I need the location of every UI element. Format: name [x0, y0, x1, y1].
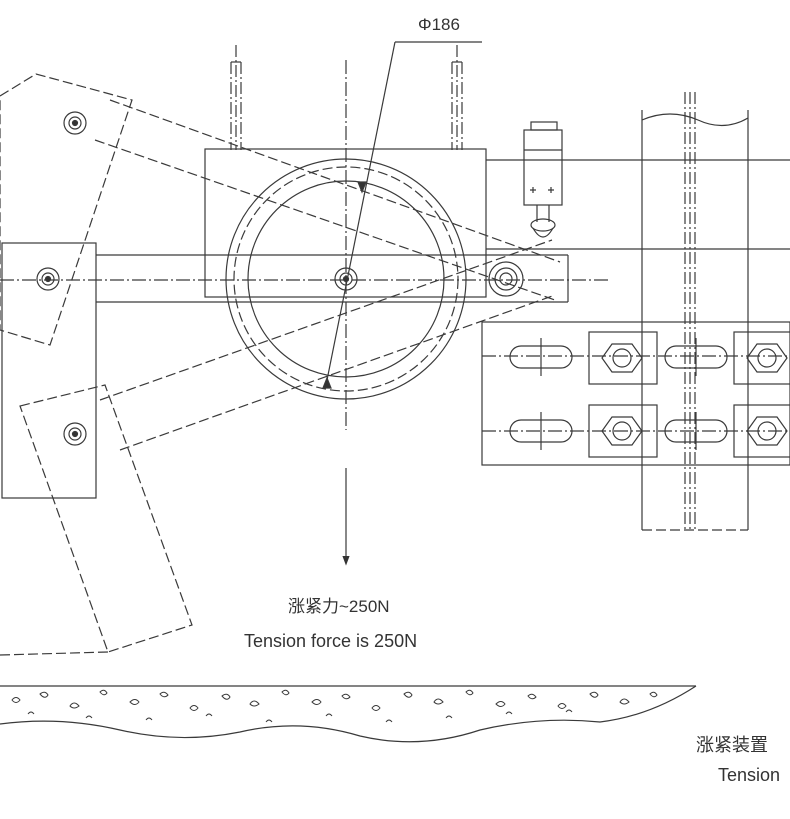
left-bracket [1, 242, 97, 499]
top-right-rail [486, 159, 790, 250]
ground-section [0, 685, 697, 743]
swung-arm-upper [0, 73, 561, 346]
diameter-leader [322, 41, 482, 389]
right-support-column [641, 92, 749, 531]
tension-device-label-english: Tension [718, 765, 781, 785]
tension-device-label-chinese: 涨紧装置 [696, 735, 768, 755]
diameter-dimension-label: Φ186 [418, 15, 460, 34]
tension-force-label-chinese: 涨紧力~250N [288, 597, 390, 616]
pulley-wheel [225, 60, 467, 430]
mounting-plate [481, 321, 790, 466]
vertical-guide-rods [230, 45, 463, 150]
tension-force-label-english: Tension force is 250N [244, 631, 418, 651]
concrete-hatch [11, 689, 658, 723]
pivot-bolts [36, 111, 524, 446]
limit-switch [523, 121, 563, 238]
swung-arm-lower [0, 239, 556, 656]
horizontal-arm [0, 254, 610, 303]
